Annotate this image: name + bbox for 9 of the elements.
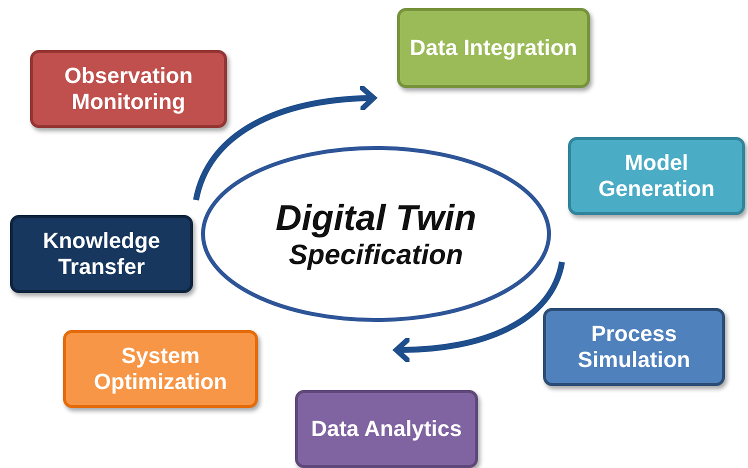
process-box: Process Simulation [543, 308, 725, 386]
process-box: System Optimization [63, 330, 258, 408]
process-box: Observation Monitoring [30, 50, 227, 128]
center-subtitle: Specification [288, 239, 464, 271]
process-box: Model Generation [568, 137, 745, 215]
center-title: Digital Twin [276, 197, 476, 239]
process-box: Knowledge Transfer [10, 215, 193, 293]
process-box: Data Integration [397, 8, 590, 88]
process-box: Data Analytics [295, 390, 478, 468]
